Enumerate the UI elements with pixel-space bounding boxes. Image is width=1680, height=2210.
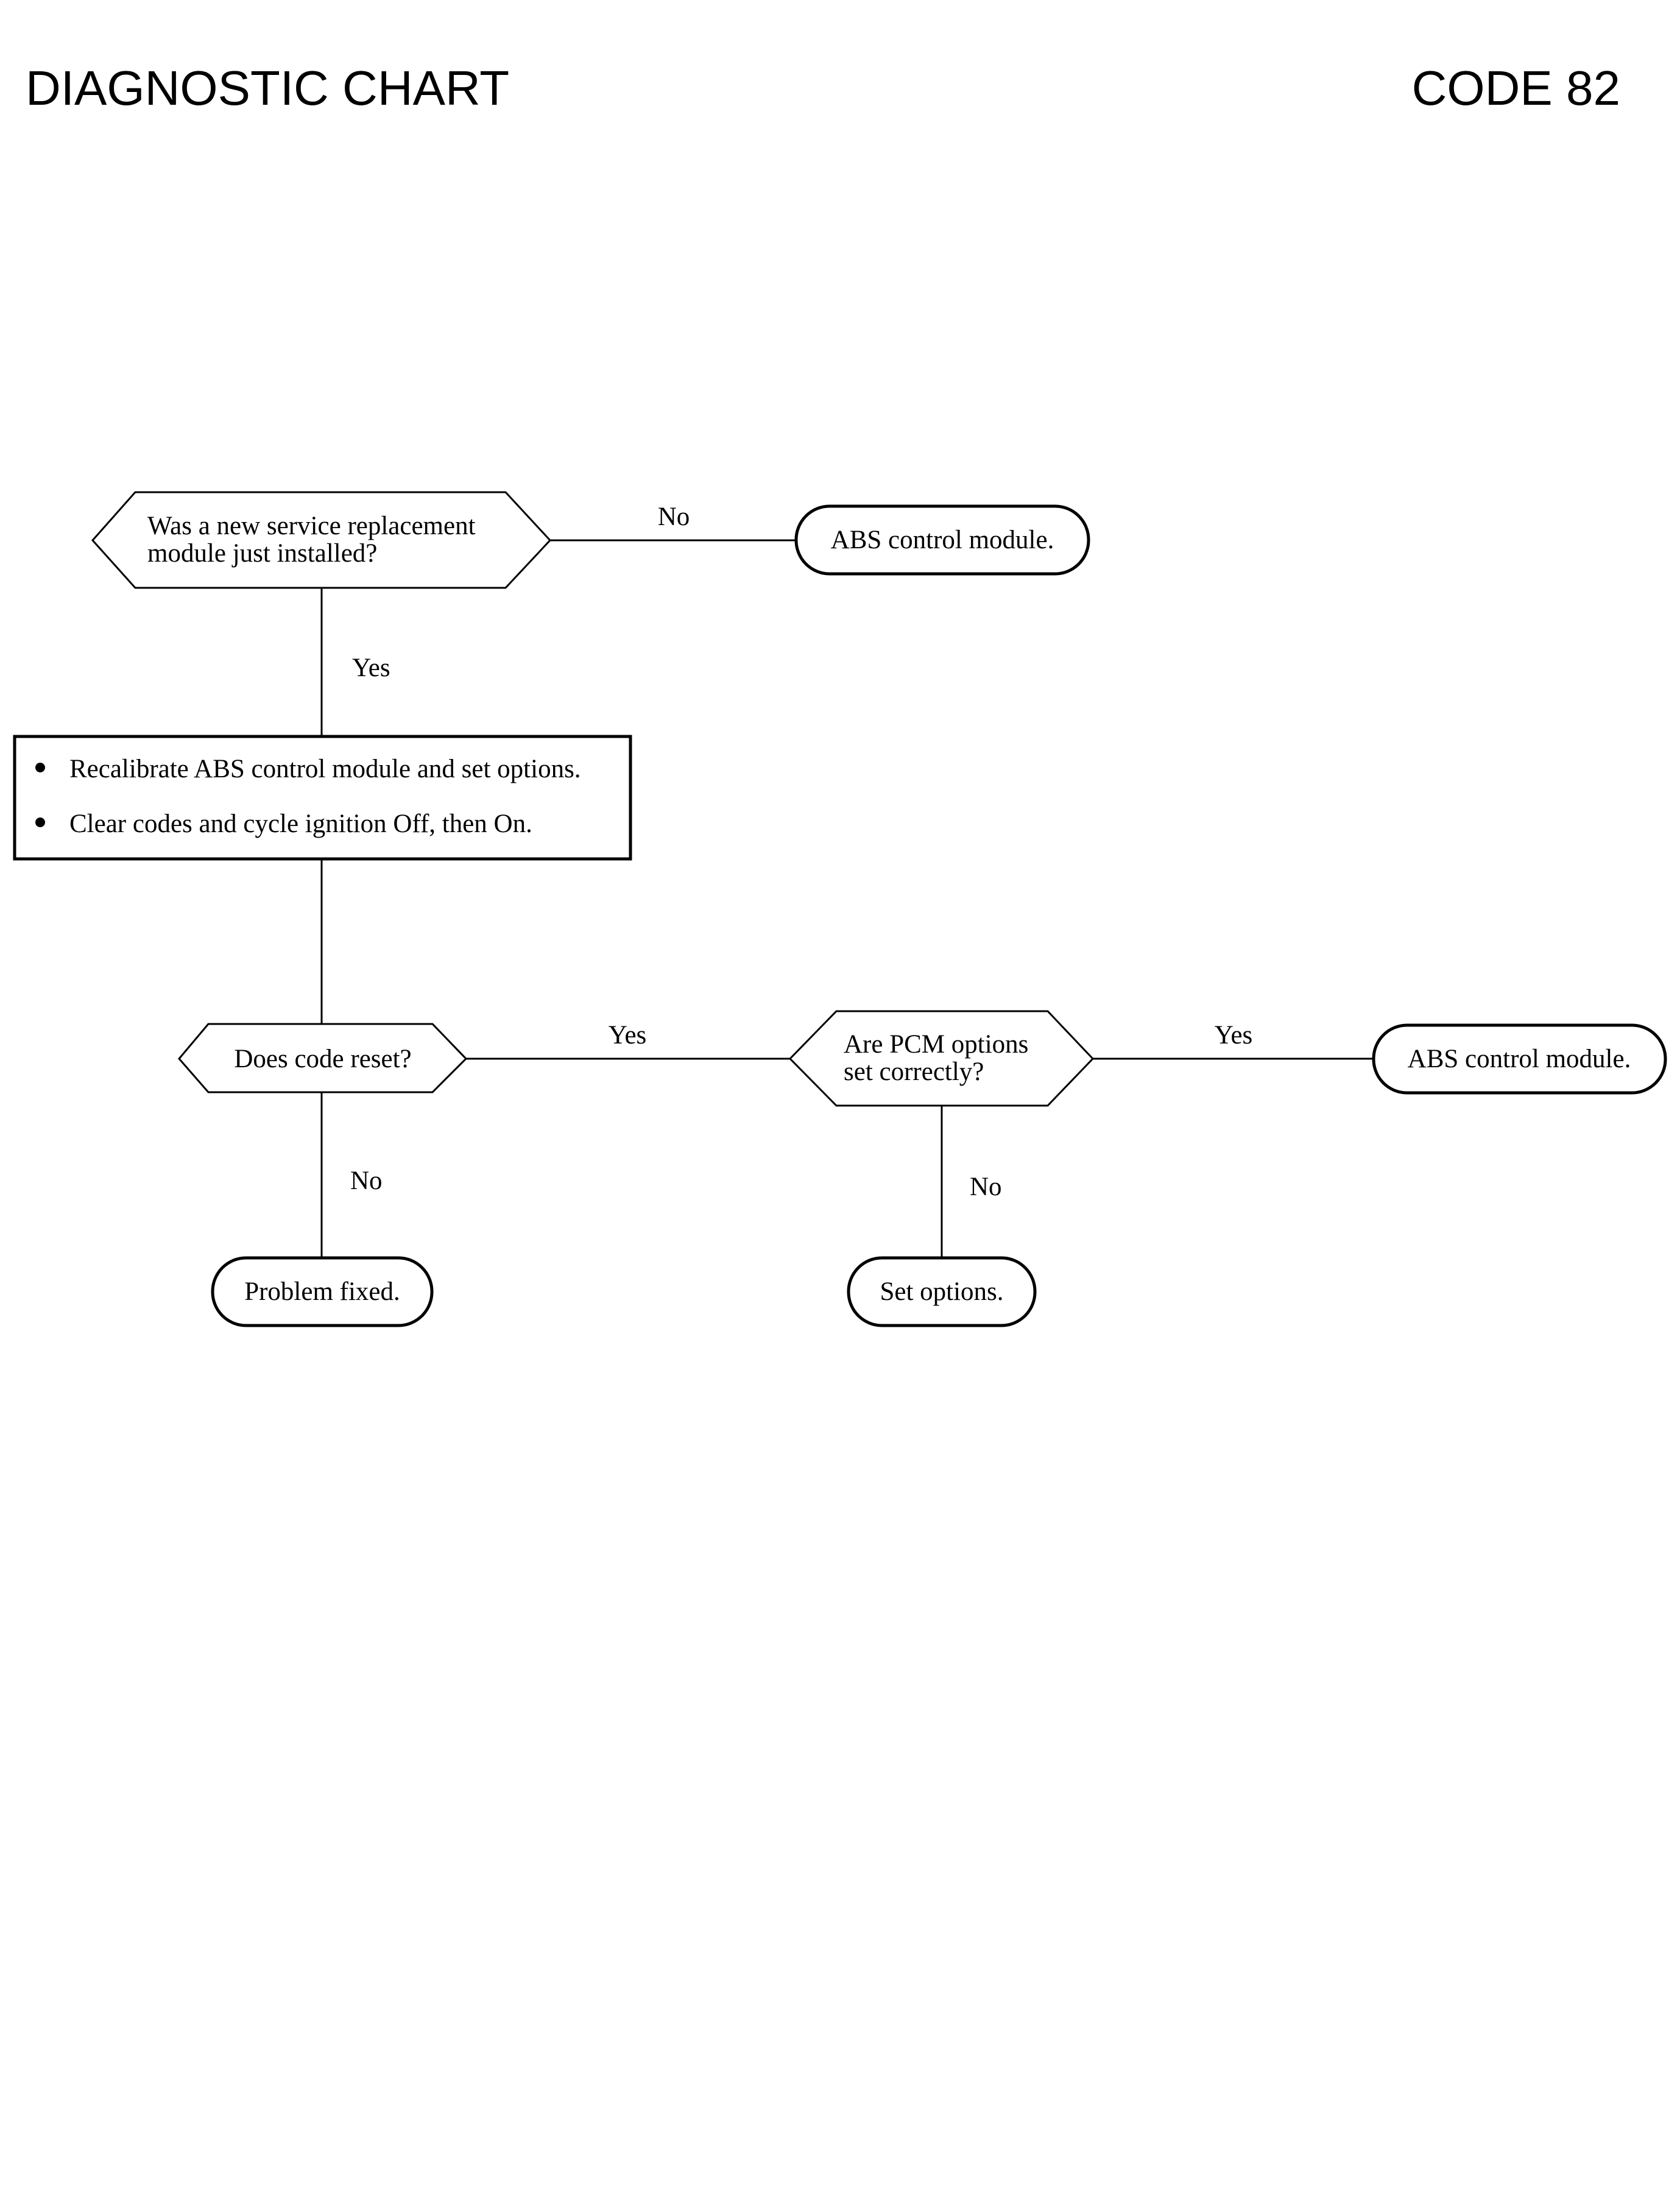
decision-new-module-line1: Was a new service replacement	[147, 512, 476, 540]
terminal-abs-control-module-2-label: ABS control module.	[1408, 1045, 1631, 1073]
decision-code-reset	[178, 1023, 468, 1093]
decision-new-module-installed	[91, 491, 552, 589]
terminal-abs-control-module-1	[794, 504, 1090, 576]
action-item-clear-codes: Clear codes and cycle ignition Off, then…	[69, 810, 532, 838]
action-box	[13, 735, 632, 861]
edge-label-q1-no: No	[658, 503, 690, 531]
action-item-recalibrate: Recalibrate ABS control module and set o…	[69, 755, 581, 783]
decision-pcm-options	[788, 1010, 1095, 1107]
chart-title: DIAGNOSTIC CHART	[26, 61, 509, 115]
terminal-abs-control-module-1-label: ABS control module.	[831, 526, 1054, 554]
terminal-problem-fixed-label: Problem fixed.	[244, 1277, 400, 1306]
edge-label-q3-no: No	[970, 1173, 1002, 1201]
chart-code: CODE 82	[1412, 61, 1620, 115]
edge-label-q2-no: No	[350, 1167, 383, 1195]
decision-pcm-options-line1: Are PCM options	[844, 1030, 1028, 1059]
terminal-abs-control-module-2	[1372, 1023, 1667, 1095]
edge-label-q3-yes: Yes	[1215, 1021, 1253, 1050]
decision-code-reset-label: Does code reset?	[234, 1045, 411, 1073]
action-bullet-1	[35, 763, 45, 772]
terminal-set-options-label: Set options.	[880, 1277, 1003, 1306]
terminal-problem-fixed	[211, 1256, 434, 1327]
terminal-set-options	[847, 1256, 1037, 1327]
edge-label-q1-yes: Yes	[352, 654, 390, 682]
action-bullet-2	[35, 817, 45, 827]
edge-label-q2-yes: Yes	[609, 1021, 647, 1050]
decision-new-module-line2: module just installed?	[147, 539, 377, 568]
decision-pcm-options-line2: set correctly?	[844, 1057, 984, 1086]
